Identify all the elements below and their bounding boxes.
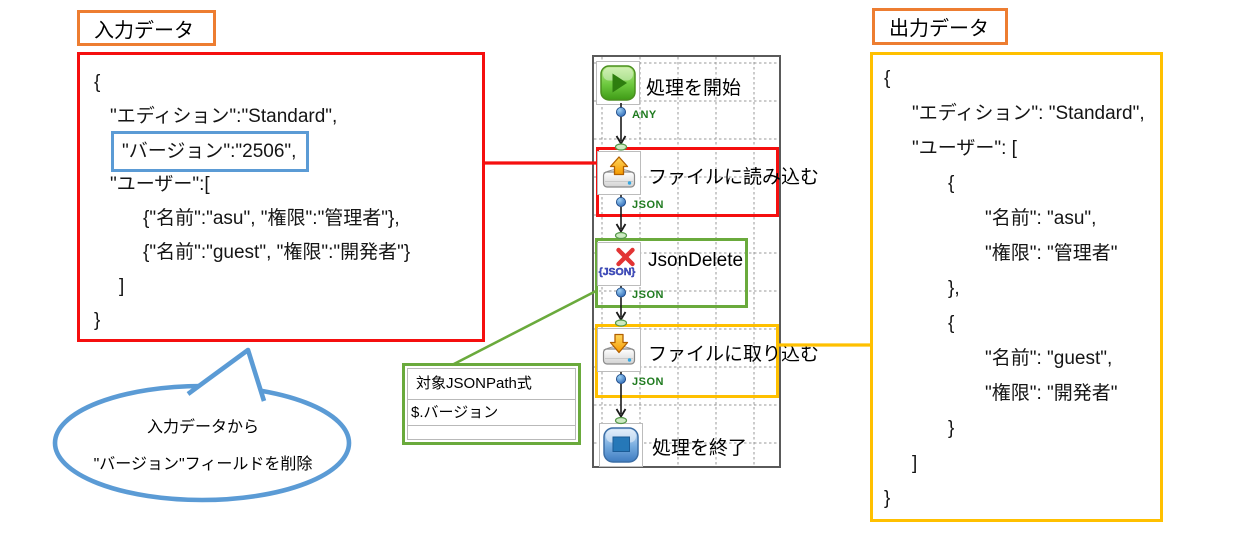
output-data-label: 出力データ <box>872 8 1008 45</box>
jsonpath-empty-row <box>408 426 575 439</box>
input-json-box: { "エディション":"Standard", "バージョン":"2506","ユーザ… <box>77 52 485 342</box>
json-line: "ユーザー":[ <box>110 174 210 195</box>
node-label-end: 処理を終了 <box>652 438 748 459</box>
json-line: "エディション": "Standard", <box>912 103 1145 124</box>
red-x-icon <box>616 247 635 267</box>
drive-upload-icon <box>597 151 641 195</box>
json-line: { <box>948 313 955 334</box>
json-line: "バージョン":"2506", <box>80 131 482 172</box>
json-line: { <box>948 173 955 194</box>
json-delete-node-highlight <box>595 238 748 308</box>
svg-text:{JSON}: {JSON} <box>599 266 636 278</box>
json-line: { <box>94 72 101 93</box>
json-line: {"名前":"guest", "権限":"開発者"} <box>143 242 411 263</box>
version-highlight: "バージョン":"2506", <box>111 131 310 172</box>
json-delete-icon: {JSON} <box>597 242 641 286</box>
node-label-import-file: ファイルに取り込む <box>648 344 820 365</box>
json-line: }, <box>948 278 960 299</box>
speech-bubble <box>52 383 352 503</box>
node-label-read-file: ファイルに読み込む <box>648 167 820 188</box>
jsonpath-panel: 対象JSONPath式 $.バージョン <box>402 363 581 445</box>
json-line: "ユーザー": [ <box>912 138 1017 159</box>
jsonpath-header: 対象JSONPath式 <box>408 369 575 400</box>
start-icon <box>596 61 640 105</box>
json-line: } <box>884 488 891 509</box>
play-icon <box>612 73 627 93</box>
input-data-label: 入力データ <box>77 10 216 46</box>
json-line: "名前": "guest", <box>985 348 1113 369</box>
json-line: ] <box>119 276 125 297</box>
up-arrow-icon <box>609 156 629 176</box>
node-label-start: 処理を開始 <box>646 78 742 99</box>
node-label-json-delete: JsonDelete <box>648 250 744 271</box>
drive-download-icon <box>597 328 641 372</box>
output-json-box: { "エディション": "Standard", "ユーザー": [ { "名前": "a… <box>870 52 1163 522</box>
down-arrow-icon <box>609 333 629 354</box>
stop-icon <box>599 423 643 467</box>
json-line: "権限": "開発者" <box>985 383 1118 404</box>
bubble-text-line1: 入力データから <box>146 419 259 436</box>
jsonpath-value: $.バージョン <box>408 400 575 426</box>
json-line: ] <box>912 453 918 474</box>
json-line: { <box>884 68 891 89</box>
speech-bubble-tail <box>186 347 267 402</box>
json-line: } <box>94 310 101 331</box>
json-line: "名前": "asu", <box>985 208 1097 229</box>
json-line: } <box>948 418 955 439</box>
bubble-text-line2: "バージョン"フィールドを削除 <box>93 456 313 473</box>
json-line: {"名前":"asu", "権限":"管理者"}, <box>143 208 400 229</box>
json-line: "エディション":"Standard", <box>110 106 338 127</box>
json-line: "権限": "管理者" <box>985 243 1118 264</box>
